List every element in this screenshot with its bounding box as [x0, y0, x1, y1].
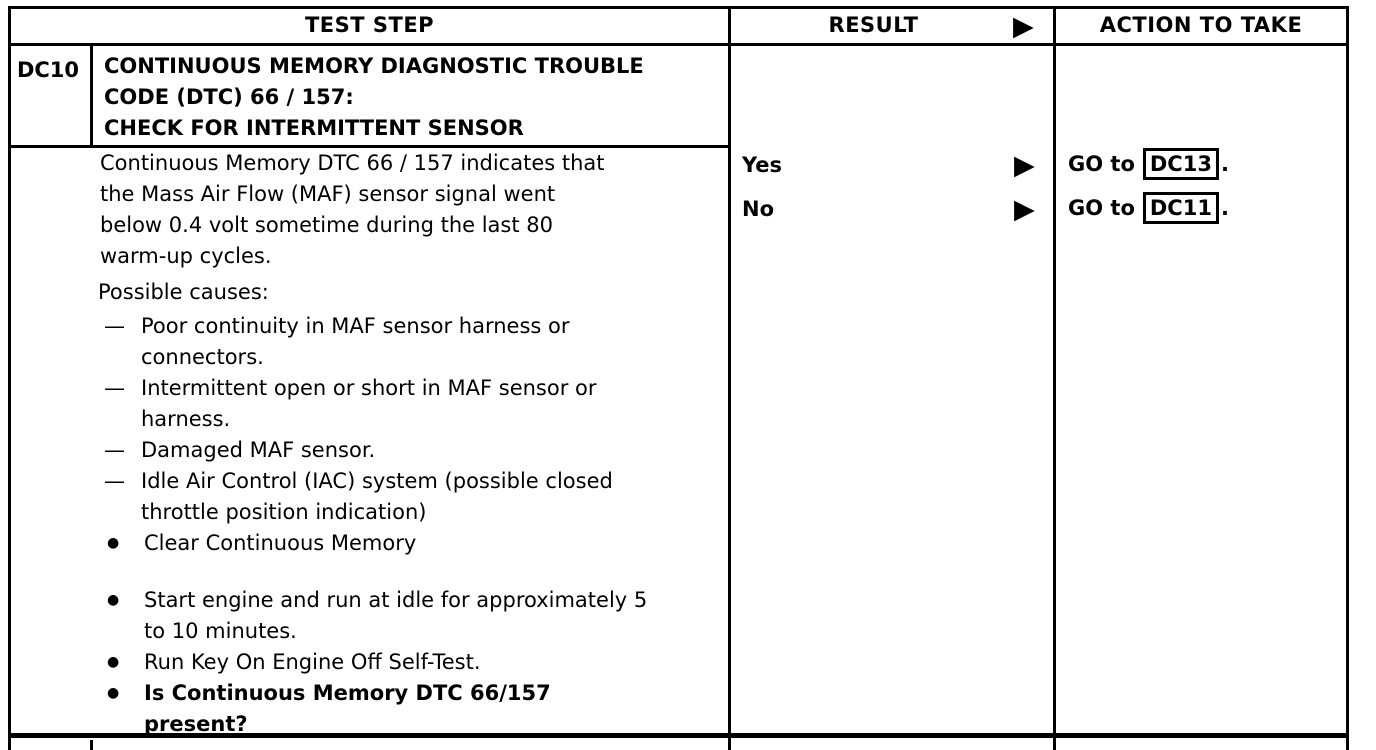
action-no-row: GO to DC11 .: [1068, 192, 1229, 224]
table-border-left: [8, 6, 11, 750]
action-suffix: .: [1220, 152, 1229, 176]
cause-text: Idle Air Control (IAC) system (possible …: [141, 469, 613, 524]
cause-text: Poor continuity in MAF sensor harness or…: [141, 314, 570, 369]
dash-icon: —: [104, 469, 125, 493]
result-header-arrow-icon: ▶: [1013, 11, 1034, 42]
step-id: DC10: [16, 58, 80, 82]
action-prefix: GO to: [1068, 196, 1135, 220]
cause-item: — Intermittent open or short in MAF sens…: [104, 373, 613, 435]
header-row-divider: [8, 43, 1349, 46]
cause-text: Damaged MAF sensor.: [141, 438, 376, 462]
instruction-item: ● Clear Continuous Memory: [104, 528, 613, 559]
action-prefix: GO to: [1068, 152, 1135, 176]
bullet-icon: ●: [107, 685, 120, 701]
bullet-icon: ●: [107, 535, 120, 551]
action-target-reference: DC13: [1142, 148, 1219, 180]
dash-icon: —: [104, 314, 125, 338]
result-column-header: RESULT: [828, 13, 919, 37]
row-bottom-divider: [8, 733, 1349, 738]
possible-causes-heading: Possible causes:: [98, 280, 269, 304]
dash-icon: —: [104, 376, 125, 400]
instructions-list: ● Start engine and run at idle for appro…: [104, 585, 647, 740]
action-column-divider: [1053, 6, 1056, 750]
step-question: ● Is Continuous Memory DTC 66/157 presen…: [104, 678, 647, 740]
action-column-header: ACTION TO TAKE: [1099, 13, 1303, 37]
action-suffix: .: [1220, 196, 1229, 220]
instruction-text: Start engine and run at idle for approxi…: [144, 588, 648, 643]
result-column-divider: [728, 6, 731, 750]
question-text: Is Continuous Memory DTC 66/157 present?: [144, 681, 551, 736]
dash-icon: —: [104, 438, 125, 462]
table-border-right: [1346, 6, 1349, 750]
possible-causes-list: — Poor continuity in MAF sensor harness …: [104, 311, 613, 559]
step-id-column-divider: [90, 43, 93, 148]
cause-item: — Idle Air Control (IAC) system (possibl…: [104, 466, 613, 528]
bullet-icon: ●: [107, 592, 120, 608]
result-yes-label: Yes: [742, 153, 783, 177]
result-no-arrow-icon: ▶: [1014, 194, 1035, 225]
action-target-reference: DC11: [1142, 192, 1219, 224]
result-no-label: No: [742, 197, 775, 221]
cause-item: — Damaged MAF sensor.: [104, 435, 613, 466]
instruction-text: Run Key On Engine Off Self-Test.: [144, 650, 481, 674]
bullet-icon: ●: [107, 654, 120, 670]
action-yes-row: GO to DC13 .: [1068, 148, 1229, 180]
step-title-box-divider: [8, 145, 731, 148]
test-step-column-header: TEST STEP: [304, 13, 435, 37]
step-title: CONTINUOUS MEMORY DIAGNOSTIC TROUBLE COD…: [104, 54, 644, 140]
result-yes-arrow-icon: ▶: [1014, 150, 1035, 181]
table-border-top: [8, 6, 1349, 9]
step-description: Continuous Memory DTC 66 / 157 indicates…: [100, 151, 605, 268]
instruction-text: Clear Continuous Memory: [144, 531, 417, 555]
cause-item: — Poor continuity in MAF sensor harness …: [104, 311, 613, 373]
next-row-column-divider-stub: [90, 740, 93, 750]
cause-text: Intermittent open or short in MAF sensor…: [141, 376, 597, 431]
instruction-item: ● Start engine and run at idle for appro…: [104, 585, 647, 647]
instruction-item: ● Run Key On Engine Off Self-Test.: [104, 647, 647, 678]
